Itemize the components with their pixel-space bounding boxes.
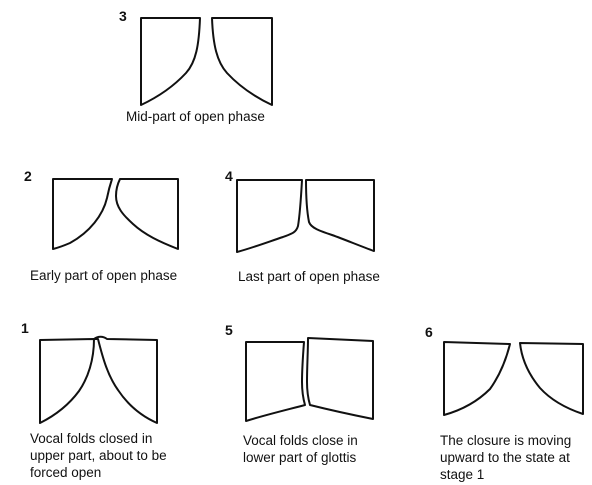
stage-5-left-fold [246, 342, 305, 421]
stage-1-folds [40, 337, 157, 423]
stage-2-number: 2 [24, 168, 32, 184]
stage-6-number: 6 [425, 324, 433, 340]
stage-3-caption: Mid-part of open phase [126, 108, 265, 125]
stage-4-number: 4 [225, 168, 233, 184]
stage-3-right-fold [212, 18, 272, 105]
stage-6-caption-line-1: The closure is moving [440, 432, 571, 449]
stage-2-left-fold [53, 179, 112, 249]
stage-4-caption-line: Last part of open phase [238, 268, 380, 285]
stage-1-right-fold [94, 337, 157, 423]
stage-6-folds [444, 342, 583, 415]
stage-6-caption: The closure is moving upward to the stat… [440, 432, 571, 483]
stage-4-caption: Last part of open phase [238, 268, 380, 285]
stage-5-folds [246, 338, 373, 421]
stage-4-left-fold [237, 180, 302, 252]
stage-6-caption-line-2: upward to the state at [440, 449, 571, 466]
stage-6-right-fold [520, 343, 583, 414]
stage-2-right-fold [116, 179, 178, 249]
stage-3-folds [141, 18, 272, 105]
stage-6-caption-line-3: stage 1 [440, 466, 571, 483]
stage-5-caption-line-2: lower part of glottis [243, 449, 358, 466]
stage-2-caption-line: Early part of open phase [30, 267, 177, 284]
stage-1-left-fold [40, 339, 94, 423]
stage-5-right-fold [307, 338, 373, 419]
stage-1-caption-line-1: Vocal folds closed in [30, 430, 167, 447]
stage-1-caption: Vocal folds closed in upper part, about … [30, 430, 167, 481]
stage-1-caption-line-3: forced open [30, 464, 167, 481]
stage-5-caption-line-1: Vocal folds close in [243, 432, 358, 449]
stage-1-caption-line-2: upper part, about to be [30, 447, 167, 464]
stage-2-caption: Early part of open phase [30, 267, 177, 284]
stage-5-number: 5 [225, 322, 233, 338]
stage-1-number: 1 [21, 320, 29, 336]
stage-2-folds [53, 179, 178, 249]
stage-3-number: 3 [119, 8, 127, 24]
stage-3-left-fold [141, 18, 200, 105]
stage-4-folds [237, 180, 374, 252]
stage-3-caption-line: Mid-part of open phase [126, 108, 265, 125]
stage-4-right-fold [306, 180, 374, 251]
stage-5-caption: Vocal folds close in lower part of glott… [243, 432, 358, 466]
stage-6-left-fold [444, 342, 510, 415]
